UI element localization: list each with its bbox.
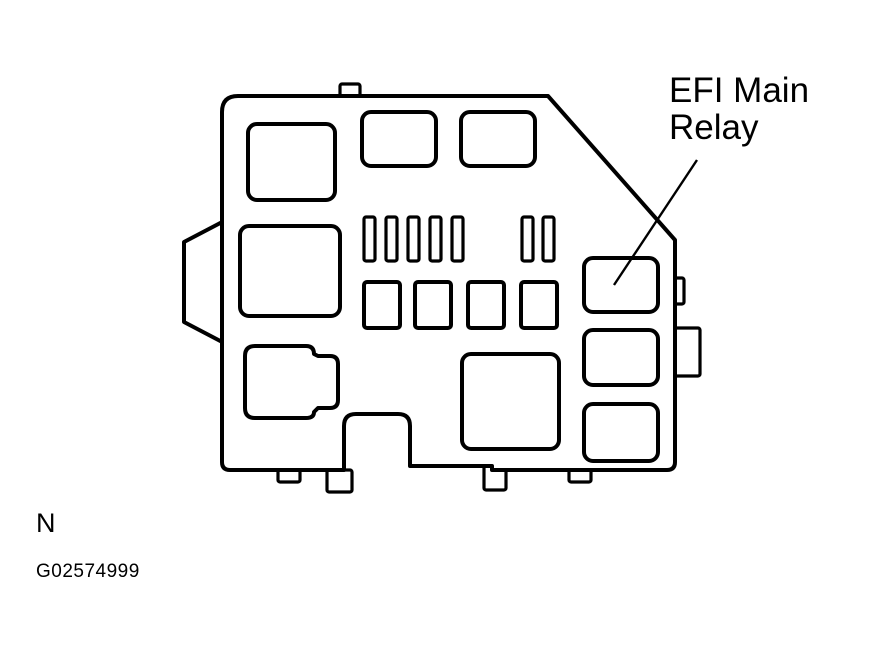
bottom-tab <box>325 468 354 494</box>
mini-fuse-slot <box>362 215 377 263</box>
relay-right-middle <box>582 328 660 387</box>
figure-id: G02574999 <box>36 561 140 582</box>
fuse-slot <box>519 280 559 330</box>
relay-small-top <box>360 110 438 168</box>
fuse-slot <box>413 280 453 330</box>
relay-large-left-middle <box>238 224 342 318</box>
callout-line-1: EFI Main <box>669 71 810 110</box>
efi-main-relay <box>582 256 660 314</box>
fuse-slot <box>362 280 402 330</box>
mini-fuse-slot <box>520 215 535 263</box>
relay-right-lower <box>582 402 660 463</box>
relay-small-top <box>459 110 537 168</box>
mini-fuse-slot <box>406 215 421 263</box>
mini-fuse-slot <box>384 215 399 263</box>
fuse-slot <box>466 280 506 330</box>
mini-fuse-slot <box>428 215 443 263</box>
callout-leader-line <box>613 159 698 286</box>
left-connector <box>182 218 228 346</box>
relay-large-center-lower <box>460 352 561 451</box>
mini-fuse-slot <box>541 215 556 263</box>
relay-left-lower <box>243 344 340 420</box>
callout-line-2: Relay <box>669 108 759 147</box>
efi-main-relay-callout: EFI Main Relay <box>669 72 809 146</box>
mini-fuse-slot <box>450 215 465 263</box>
relay-large-top-left <box>246 122 337 202</box>
orientation-mark: N <box>36 508 56 538</box>
